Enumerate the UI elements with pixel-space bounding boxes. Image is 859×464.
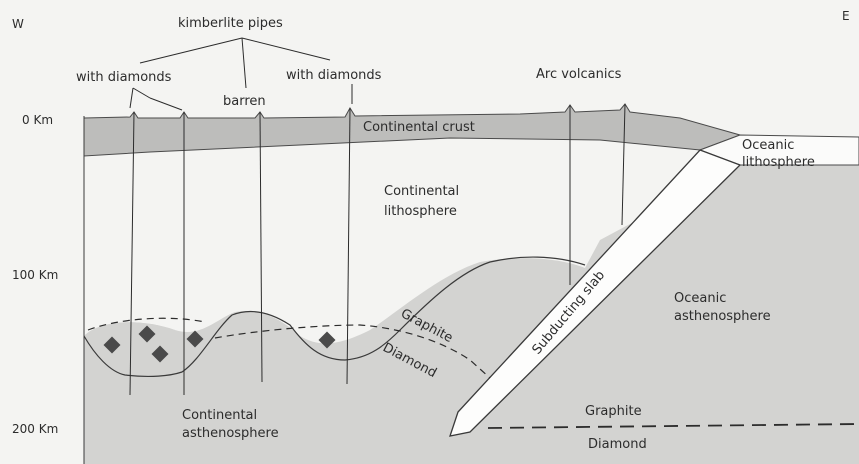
depth-200-label: 200 Km (12, 422, 58, 436)
arc-volcanics-label: Arc volcanics (536, 67, 622, 82)
continental-crust-label: Continental crust (363, 120, 475, 135)
continental-asthenosphere-label-2: asthenosphere (182, 426, 279, 441)
continental-asthenosphere-label-1: Continental (182, 408, 257, 423)
west-label: W (12, 17, 24, 31)
east-label: E (842, 9, 850, 23)
oceanic-asthenosphere-label-2: asthenosphere (674, 309, 771, 324)
continental-lithosphere-label-1: Continental (384, 184, 459, 199)
pipes-leader-left (140, 38, 242, 63)
diamonds-left-leader-a (133, 88, 150, 98)
diamond-lower-label: Diamond (588, 437, 647, 452)
continental-lithosphere-label-2: lithosphere (384, 204, 457, 219)
oceanic-lithosphere-label-2: lithosphere (742, 155, 815, 170)
with-diamonds-left-label: with diamonds (76, 70, 172, 85)
kimberlite-pipes-label: kimberlite pipes (178, 16, 283, 31)
pipes-leader-right (242, 38, 330, 60)
oceanic-asthenosphere-label-1: Oceanic (674, 291, 726, 306)
diamonds-left-leader-b (150, 98, 182, 110)
graphite-lower-label: Graphite (585, 404, 642, 419)
pipes-leader-mid (242, 38, 246, 88)
depth-0-label: 0 Km (22, 113, 53, 127)
with-diamonds-right-label: with diamonds (286, 68, 382, 83)
barren-label: barren (223, 94, 266, 109)
depth-100-label: 100 Km (12, 268, 58, 282)
diamonds-left-leader-c (130, 88, 133, 108)
oceanic-lithosphere-label-1: Oceanic (742, 138, 794, 153)
